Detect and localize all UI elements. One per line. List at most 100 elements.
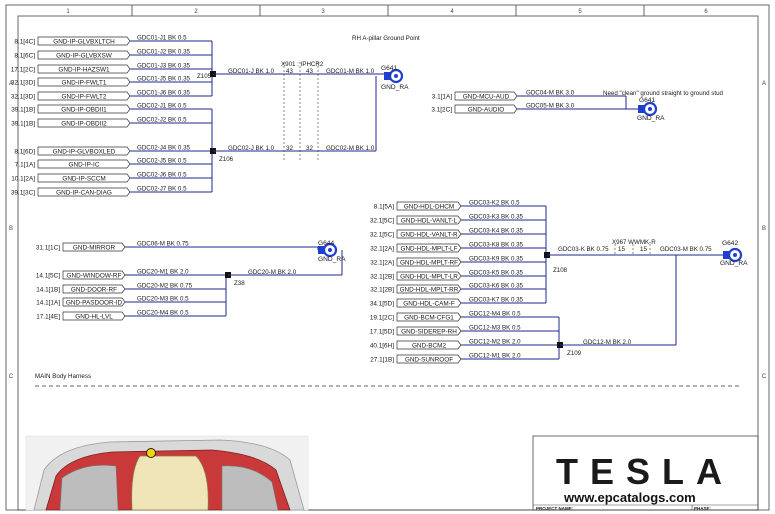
gdc01-m-label: GDC01-M BK 1.0: [326, 68, 375, 75]
ground-g644-ring: [322, 242, 338, 258]
group3-row-1-ref: 3.1[2C]: [431, 106, 452, 113]
group4-row-2-name: GND-PASDOOR-ID: [66, 299, 123, 306]
ground-location-marker: [146, 448, 156, 458]
group5-row-2-ref: 32.1[5C]: [370, 231, 394, 238]
group5-row-1-box: [396, 215, 462, 225]
group2-row-5-wire-label: GDC02-J7 BK 0.5: [137, 185, 187, 192]
x967-pin-right: 15: [640, 246, 647, 253]
group2-row-0-name: GND-IP-OBDII1: [61, 106, 107, 113]
g641b-gnd-label: GND_RA: [637, 115, 665, 122]
group1-row-0-box: [37, 36, 131, 46]
group4-row-0-name: GND-WINDOW-RF: [67, 272, 122, 279]
group1-row-1-name: GND-IP-GLVBXSW: [56, 52, 113, 59]
group1-row-2-name: GND-IP-HAZSW1: [58, 66, 110, 73]
grid-col-2: 2: [194, 9, 198, 15]
group1-row-3-ref: 32.1[3D]: [11, 79, 35, 86]
group1-row-2-box: [37, 64, 131, 74]
splice-z105-label: Z105: [197, 73, 212, 80]
group1-row-0-wire-label: GDC01-J1 BK 0.5: [137, 34, 187, 41]
group5-row-3-box: [396, 243, 462, 253]
x967-pin-left: 15: [618, 246, 625, 253]
mirror-row-wire-label: GDC06-M BK 0.75: [137, 240, 189, 247]
group2-row-4-wire-label: GDC02-J6 BK 0.5: [137, 171, 187, 178]
group5-row-4-wire-label: GDC03-K9 BK 0.35: [469, 255, 524, 262]
group6-row-0-box: [396, 312, 462, 322]
group1-row-1: 8.1[6C] GND-IP-GLVBXSW GDC01-J2 BK 0.35: [14, 48, 190, 59]
group3-row-0-box: [454, 91, 518, 101]
group1-row-0-ref: 8.1[4C]: [14, 38, 35, 45]
splice-z108-label: Z108: [553, 267, 568, 274]
group1-row-1-wire-label: GDC01-J2 BK 0.35: [137, 48, 191, 55]
group5-row-7-ref: 34.1[5D]: [370, 300, 394, 307]
x901-label: X901 : IPHCR2: [281, 61, 324, 68]
g644-label: G644: [318, 240, 334, 247]
group4-row-0-ref: 14.1[5C]: [36, 272, 60, 279]
group6-row-1-box: [396, 326, 462, 336]
gdc02-j-label: GDC02-J BK 1.0: [228, 145, 275, 152]
group6-row-2-name: GND-BCM2: [412, 342, 447, 349]
grid-col-3: 3: [321, 9, 325, 15]
group1-row-4-box: [37, 91, 131, 101]
group5-row-4-ref: 32.1[2A]: [370, 259, 394, 266]
group6-row-2-wire-label: GDC12-M2 BK 2.0: [469, 338, 521, 345]
group2-row-5-ref: 39.1[3C]: [11, 189, 35, 196]
group1-row-3-name: GND-IP-FWLT1: [62, 79, 107, 86]
group6-row-1-wire-label: GDC12-M3 BK 0.5: [469, 324, 521, 331]
gdc03-m-label: GDC03-M BK 0.75: [660, 246, 712, 253]
group4-row-1-name: GND-DOOR-RF: [71, 286, 117, 293]
group1-row-1-box: [37, 50, 131, 60]
gdc20-m-label: GDC20-M BK 2.0: [248, 269, 297, 276]
group5-row-0-box: [396, 201, 462, 211]
group2-row-1-ref: 39.1[1B]: [11, 120, 35, 127]
group2-row-2-box: [37, 146, 131, 156]
g641b-label: G641: [639, 97, 655, 104]
group5-row-0-name: GND-HDL-DHCM: [404, 203, 454, 210]
g641a-gnd-label: GND_RA: [381, 84, 409, 91]
x901-pin-a-right: 43: [306, 68, 313, 75]
group2-row-4-box: [37, 173, 131, 183]
group2-row-0-ref: 39.1[1B]: [11, 106, 35, 113]
grid-row-right-A: A: [762, 81, 766, 87]
group5-row-1-name: GND-HDL-VANLT-L: [401, 217, 458, 224]
group5-row-3-wire-label: GDC03-K8 BK 0.35: [469, 241, 524, 248]
group5-row-2-name: GND-HDL-VANLT-R: [400, 231, 458, 238]
splice-z106-label: Z106: [219, 156, 234, 163]
rh-pillar-note: RH A-pillar Ground Point: [352, 35, 420, 42]
ground-g641a-tab: [384, 72, 391, 80]
group2-row-1-box: [37, 118, 131, 128]
group6-row-0-wire-label: GDC12-M4 BK 0.5: [469, 310, 521, 317]
x967-label: X967 WWMK-R: [612, 239, 656, 246]
grid-col-5: 5: [578, 9, 582, 15]
group1-row-1-ref: 8.1[6C]: [14, 52, 35, 59]
group2-row-0-box: [37, 104, 131, 114]
ground-g642-stud: [733, 253, 737, 257]
g642-label: G642: [722, 240, 738, 247]
mirror-row-ref: 31.1[1C]: [36, 244, 60, 251]
project-name-label: PROJECT NAME:: [536, 506, 574, 511]
grid-col-4: 4: [450, 9, 454, 15]
group1-row-4-ref: 32.1[3D]: [11, 93, 35, 100]
group2-row-1-wire-label: GDC02-J2 BK 0.5: [137, 116, 187, 123]
ground-g642: [723, 247, 743, 263]
group4-row-2-wire-label: GDC20-M3 BK 0.5: [137, 295, 189, 302]
phase-label: PHASE:: [694, 506, 712, 511]
group3-row-1-name: GND-AUDIO: [468, 106, 505, 113]
group6-row-0-ref: 19.1[2C]: [370, 314, 394, 321]
group6-row-2-ref: 40.1[6H]: [370, 342, 394, 349]
group4-row-3-wire-label: GDC20-M4 BK 0.5: [137, 309, 189, 316]
group5-row-3-name: GND-HDL-MPLT-LF: [400, 245, 457, 252]
